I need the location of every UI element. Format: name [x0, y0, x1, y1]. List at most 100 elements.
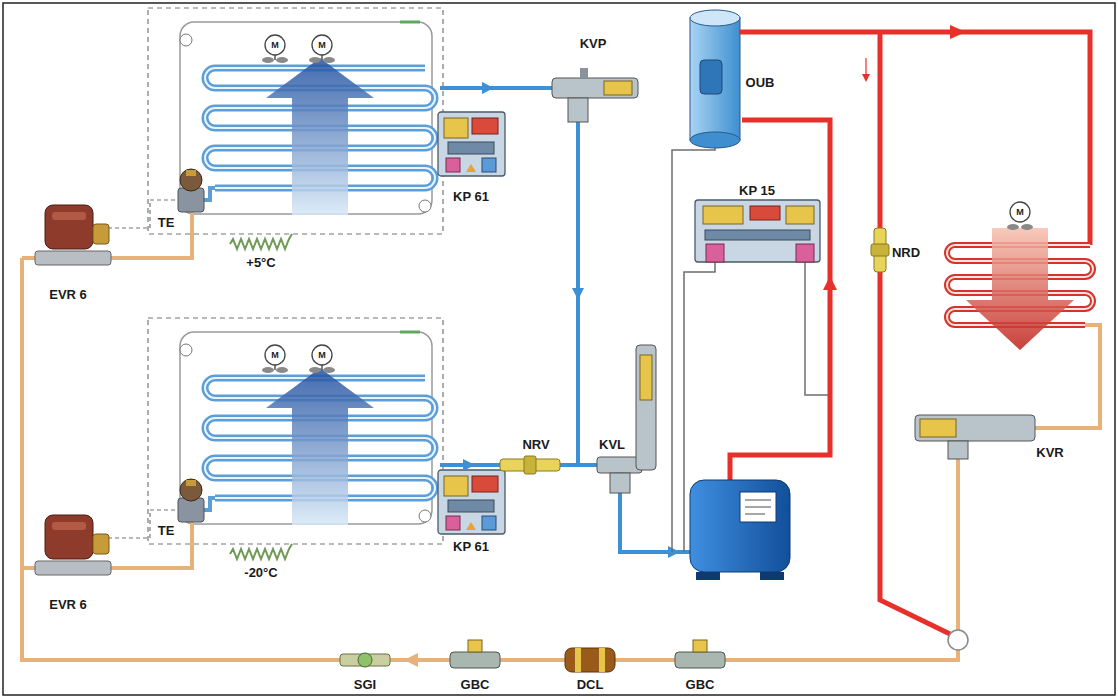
- liquid-lines: [1035, 325, 1100, 428]
- suction-lines: [482, 82, 494, 94]
- suction-lines: [572, 288, 584, 300]
- kvr-valve: [948, 441, 968, 459]
- part-label: OUB: [744, 75, 777, 90]
- filter-drier: [575, 648, 581, 672]
- motor-letter: M: [271, 351, 279, 360]
- compressor: [696, 572, 720, 580]
- refrigeration-illustration: [438, 112, 505, 176]
- discharge-lines: [823, 276, 837, 290]
- ball-valve: [450, 640, 500, 668]
- compressor: [745, 499, 771, 501]
- oil-separator: [690, 10, 740, 148]
- refrigeration-illustration: [438, 470, 505, 534]
- nrd-valve: [871, 244, 889, 256]
- part-label: GBC: [684, 677, 717, 692]
- compressor: [690, 480, 790, 580]
- dual-pressure-switch: [786, 206, 814, 224]
- dual-pressure-switch: [750, 206, 780, 220]
- discharge-lines: [950, 25, 966, 39]
- control-lines: [805, 262, 830, 395]
- compressor: [745, 506, 771, 508]
- motor-letter: M: [271, 41, 279, 50]
- suction-lines: [440, 82, 690, 558]
- filter-drier: [565, 648, 615, 672]
- refrigeration-illustration: [22, 318, 443, 575]
- kvp-valve: [552, 68, 638, 122]
- suction-lines: [440, 86, 555, 90]
- condenser: [1021, 224, 1033, 230]
- nrd-valve: [871, 228, 889, 272]
- compressor: [745, 513, 765, 515]
- part-label: TE: [156, 523, 177, 538]
- kvr-valve: [915, 415, 1035, 441]
- oil-separator: [690, 10, 740, 26]
- discharge-lines: [730, 120, 830, 482]
- oil-separator: [700, 60, 722, 94]
- kvr-valve: [920, 419, 956, 437]
- part-label: KVP: [578, 36, 609, 51]
- condenser: [1010, 202, 1030, 222]
- part-label: KVR: [1034, 445, 1065, 460]
- kvr-valve: [915, 415, 1035, 459]
- condenser: [947, 202, 1093, 350]
- dual-pressure-switch: [796, 244, 814, 262]
- compressor: [740, 492, 776, 522]
- part-label: SGI: [352, 677, 378, 692]
- dual-pressure-switch: [705, 230, 810, 240]
- discharge-lines: [880, 32, 950, 634]
- part-label: EVR 6: [47, 597, 89, 612]
- filter-drier: [565, 648, 615, 672]
- liquid-lines: [404, 653, 418, 667]
- liquid-lines: [22, 258, 958, 660]
- filter-drier: [599, 648, 605, 672]
- refrigeration-illustration: [22, 8, 443, 265]
- sight-glass: [340, 654, 390, 666]
- kvp-valve: [604, 81, 632, 95]
- part-label: GBC: [459, 677, 492, 692]
- part-label: KP 61: [451, 539, 491, 554]
- kvp-valve: [552, 78, 638, 98]
- part-label: NRD: [890, 245, 922, 260]
- kvp-valve: [568, 98, 588, 122]
- condenser: [966, 228, 1074, 350]
- kvl-valve: [597, 457, 642, 473]
- oil-separator: [690, 132, 740, 148]
- suction-lines: [668, 546, 680, 558]
- part-label: KP 61: [451, 189, 491, 204]
- sight-glass: [358, 653, 372, 667]
- kvp-valve: [580, 68, 588, 78]
- discharge-lines: [862, 74, 870, 82]
- kvl-valve: [636, 345, 656, 470]
- kvl-valve: [597, 345, 656, 493]
- part-label: KVL: [597, 437, 627, 452]
- condenser: [1007, 224, 1019, 230]
- compressor: [690, 480, 790, 572]
- discharge-lines: [865, 58, 866, 76]
- frame: [3, 3, 1115, 695]
- kvl-valve: [610, 473, 630, 493]
- dual-pressure-switch: [706, 244, 724, 262]
- motor-letter: M: [318, 41, 326, 50]
- ball-valve: [468, 640, 482, 652]
- suction-lines: [620, 490, 690, 552]
- kvl-valve: [640, 355, 652, 400]
- part-label: NRV: [520, 437, 551, 452]
- ball-valve: [450, 652, 500, 668]
- part-label: TE: [156, 215, 177, 230]
- sight-glass: [340, 653, 390, 667]
- ball-valve: [675, 652, 725, 668]
- liquid-lines: [948, 630, 968, 650]
- part-label: EVR 6: [47, 287, 89, 302]
- part-label: DCL: [575, 677, 606, 692]
- temperature-label: +5°C: [244, 255, 277, 270]
- liquid-lines: [22, 258, 1100, 667]
- ball-valve: [693, 640, 707, 652]
- motor-letter: M: [318, 351, 326, 360]
- discharge-lines: [740, 32, 1090, 245]
- nrv-valve: [500, 456, 560, 474]
- ball-valve: [675, 640, 725, 668]
- dual-pressure-switch: [695, 200, 820, 262]
